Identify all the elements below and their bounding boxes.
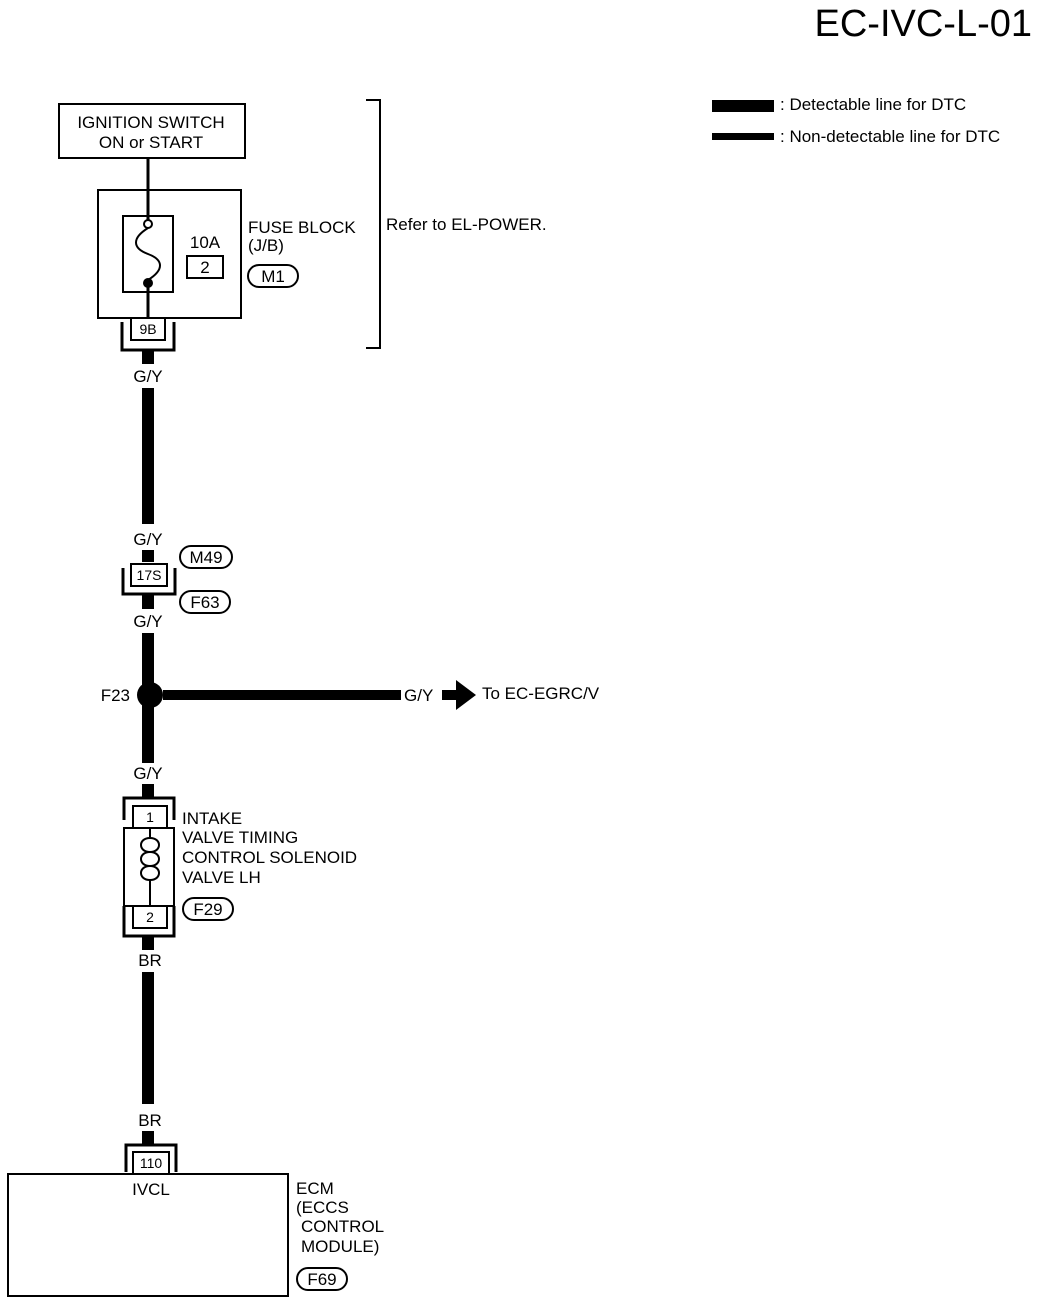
solenoid-name-line1: INTAKE — [182, 809, 242, 828]
wire-17s-stub-bottom — [142, 595, 154, 609]
ignition-switch: IGNITION SWITCH ON or START — [58, 103, 246, 159]
joint-connector-box — [130, 563, 168, 587]
ecm-signal: IVCL — [132, 1180, 170, 1199]
ecm-connector: F69 — [307, 1270, 336, 1289]
ecm: 110 IVCL ECM (ECCS CONTROL MODULE) F69 — [7, 1143, 384, 1297]
wire-9b-stub — [142, 350, 154, 364]
solenoid-pin1: 1 — [146, 809, 154, 825]
connector-m49-label: M49 — [189, 548, 222, 567]
coil-icon — [140, 837, 160, 882]
ecm-terminal-bracket — [124, 1143, 178, 1172]
fuse-block-connector: M1 — [261, 267, 285, 286]
refer-note: Refer to EL-POWER. — [386, 215, 547, 234]
terminal-9b: 9B — [120, 317, 176, 352]
wire-br-main — [142, 972, 154, 1104]
fuse-number-box — [186, 255, 224, 279]
wire-label-br-2: BR — [138, 1111, 162, 1130]
ecm-name-line4: MODULE) — [301, 1237, 379, 1256]
terminal-9b-box — [130, 317, 166, 341]
fuse-icon — [135, 227, 161, 281]
solenoid-top-bracket — [122, 796, 176, 820]
ignition-switch-label: IGNITION SWITCH — [77, 113, 224, 132]
legend-non-detectable-line — [712, 133, 774, 140]
legend: : Detectable line for DTC : Non-detectab… — [712, 95, 1000, 146]
legend-detectable-line — [712, 100, 774, 112]
wire-branch-egrc — [163, 690, 401, 700]
solenoid-pin2: 2 — [146, 909, 154, 925]
wire-solenoid-stub-bottom — [142, 936, 154, 950]
solenoid-name-line2: VALVE TIMING — [182, 828, 298, 847]
joint-connector-17s: 17S M49 F63 — [121, 545, 233, 614]
joint-connector-bracket — [121, 568, 177, 596]
fuse-block-sub-label: (J/B) — [248, 236, 284, 255]
joint-connector-terminal: 17S — [137, 567, 162, 583]
wire-label-br-1: BR — [138, 951, 162, 970]
splice-dot — [137, 682, 163, 708]
wire-label-gy-4: G/Y — [133, 764, 162, 783]
refer-bracket: Refer to EL-POWER. — [366, 99, 547, 349]
splice-label: F23 — [101, 686, 130, 705]
ecm-name-line2: (ECCS — [296, 1198, 349, 1217]
page-code: EC-IVC-L-01 — [815, 3, 1033, 45]
solenoid-valve: 1 2 INTAKE VALVE TIMING CONTROL SOLENOID… — [122, 796, 357, 938]
connector-badge-m49 — [179, 545, 233, 569]
wire-label-gy-1: G/Y — [133, 367, 162, 386]
ecm-name-line1: ECM — [296, 1179, 334, 1198]
connector-badge-f69 — [296, 1267, 348, 1291]
splice-destination: To EC-EGRC/V — [482, 684, 600, 703]
fuse-amperage: 10A — [190, 233, 221, 252]
connector-badge-f29 — [182, 897, 234, 921]
wire-ecm-stub — [142, 1131, 154, 1145]
fuse-block: 10A 2 FUSE BLOCK (J/B) M1 — [97, 189, 356, 319]
ecm-box — [7, 1173, 289, 1297]
arrow-right-icon — [442, 680, 476, 710]
connector-badge-f63 — [179, 590, 231, 614]
solenoid-name-line4: VALVE LH — [182, 868, 261, 887]
ignition-switch-state: ON or START — [99, 133, 203, 152]
ignition-switch-box — [58, 103, 246, 159]
solenoid-pin2-box — [132, 905, 168, 929]
legend-non-detectable-label: : Non-detectable line for DTC — [780, 127, 1000, 146]
wire-label-gy-3: G/Y — [133, 612, 162, 631]
fuse-terminal-top — [143, 219, 153, 229]
refer-bracket-line — [366, 99, 381, 349]
ecm-name-line3: CONTROL — [301, 1217, 384, 1236]
solenoid-name-line3: CONTROL SOLENOID — [182, 848, 357, 867]
fuse-number: 2 — [200, 258, 209, 277]
ecm-terminal: 110 — [140, 1155, 163, 1171]
wire-gy-main — [142, 388, 154, 524]
splice-f23: F23 G/Y To EC-EGRC/V — [101, 680, 600, 710]
connector-badge-m1 — [247, 264, 299, 288]
terminal-9b-label: 9B — [139, 321, 156, 337]
legend-detectable-label: : Detectable line for DTC — [780, 95, 966, 114]
fuse-block-box — [97, 189, 242, 319]
wire-solenoid-stub-top — [142, 784, 154, 798]
wire-label-gy-branch: G/Y — [404, 686, 433, 705]
connector-f63-label: F63 — [190, 593, 219, 612]
wire-17s-stub-top — [142, 550, 154, 562]
solenoid-connector: F29 — [193, 900, 222, 919]
wire-label-gy-2: G/Y — [133, 530, 162, 549]
fuse-block-label: FUSE BLOCK — [248, 218, 356, 237]
